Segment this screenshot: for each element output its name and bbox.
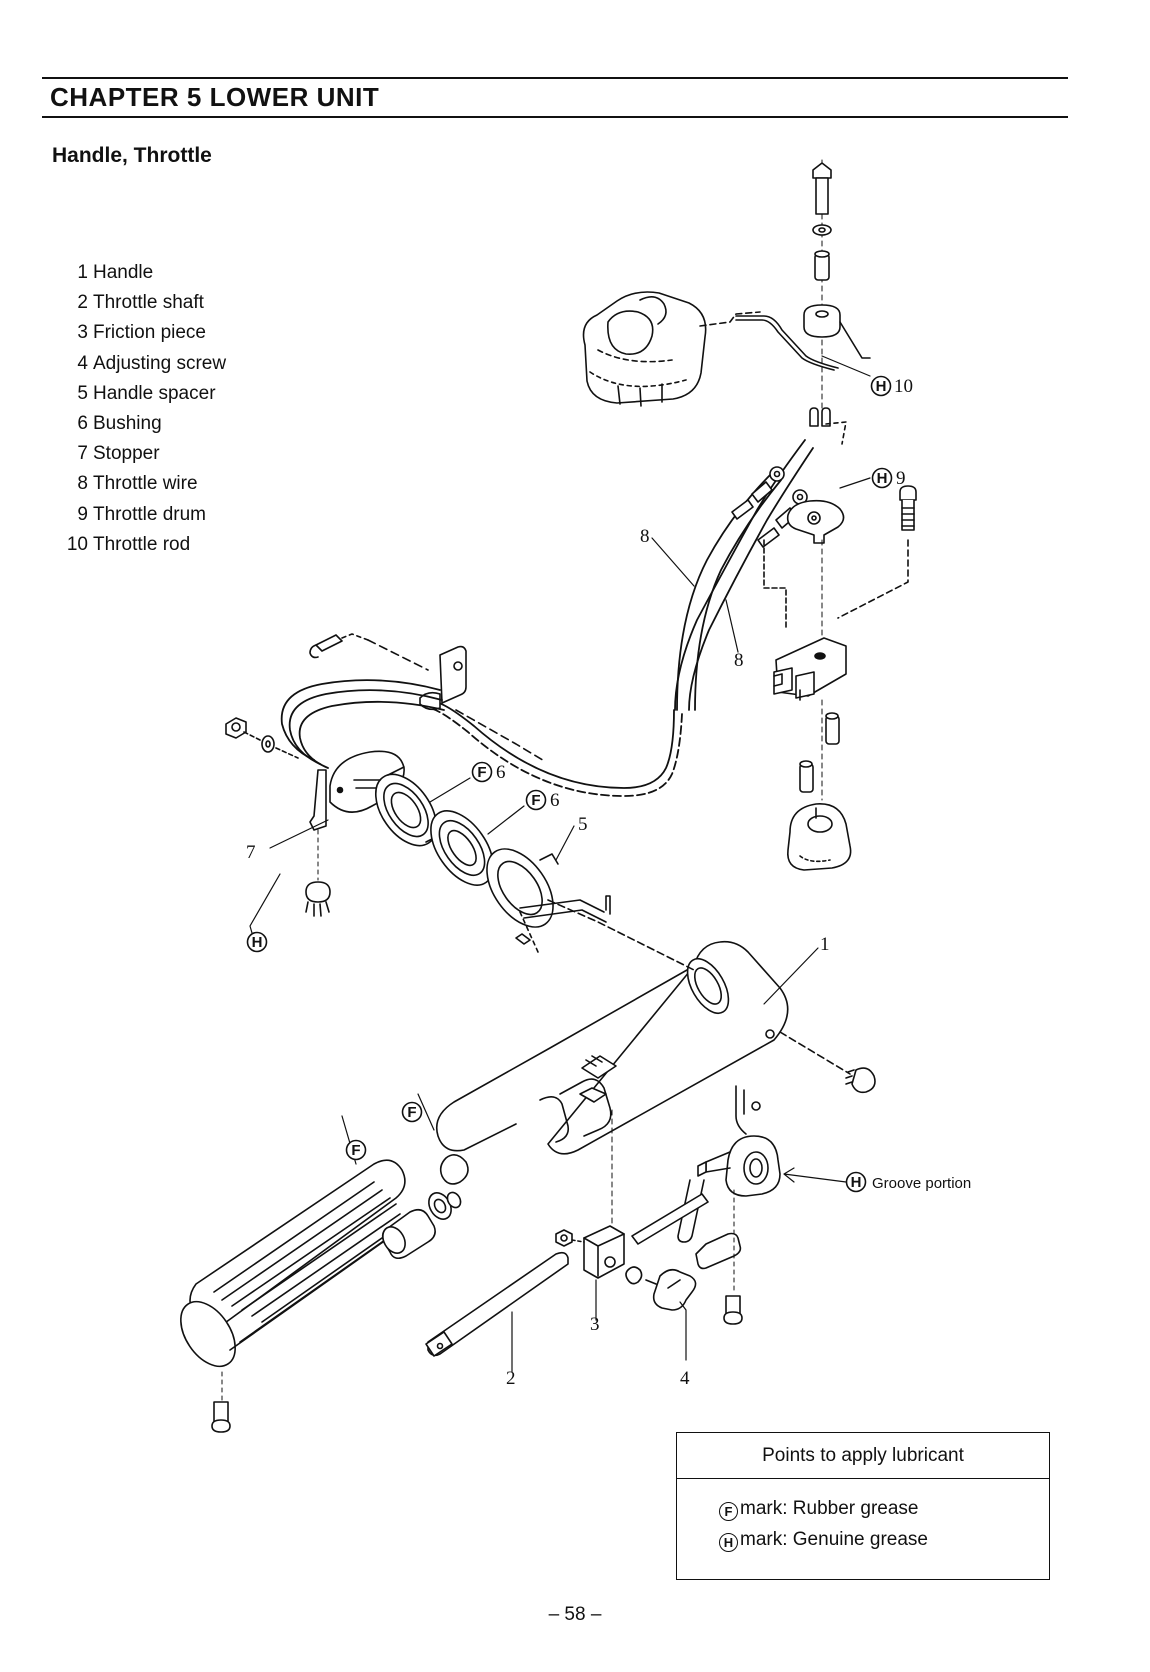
part-name: Throttle shaft xyxy=(93,292,204,314)
part-name: Throttle rod xyxy=(93,533,191,555)
svg-text:F: F xyxy=(351,1142,360,1159)
lube-mark-f-bushing-1: F xyxy=(471,761,493,783)
section-title: Handle, Throttle xyxy=(52,144,212,167)
callout-10: 10 xyxy=(894,376,913,397)
stopper-assembly xyxy=(225,633,547,917)
throttle-cam-assembly xyxy=(631,1135,781,1325)
lube-mark-f-grip-right: F xyxy=(401,1101,423,1123)
part-number: 7 xyxy=(77,443,88,465)
f-mark-icon: F xyxy=(719,1502,738,1521)
lube-mark-f-bushing-2: F xyxy=(525,789,547,811)
svg-text:H: H xyxy=(876,378,887,395)
h-mark-icon: H xyxy=(719,1533,738,1552)
part-name: Adjusting screw xyxy=(93,352,227,374)
callout-8a: 8 xyxy=(640,526,650,547)
lubricant-legend-title: Points to apply lubricant xyxy=(677,1433,1049,1479)
part-name: Throttle wire xyxy=(93,473,198,495)
part-number: 2 xyxy=(77,292,88,314)
svg-text:F: F xyxy=(477,764,486,781)
part-number: 4 xyxy=(77,352,88,374)
genuine-grease-text: mark: Genuine grease xyxy=(740,1529,928,1550)
throttle-wire-pair xyxy=(427,407,847,797)
lube-mark-f-grip-left: F xyxy=(345,1139,367,1161)
part-name: Friction piece xyxy=(93,322,206,344)
lube-mark-h-stopper: H xyxy=(246,931,268,953)
part-name: Handle xyxy=(93,262,154,283)
callout-4: 4 xyxy=(680,1368,690,1389)
groove-portion-label: Groove portion xyxy=(872,1175,971,1192)
handle-spacer xyxy=(486,848,559,928)
svg-text:H: H xyxy=(252,934,263,951)
grip-bushings xyxy=(381,1191,462,1260)
part-number: 1 xyxy=(77,262,88,283)
svg-text:H: H xyxy=(851,1174,862,1191)
callout-9: 9 xyxy=(896,468,906,489)
part-number: 9 xyxy=(77,503,88,525)
throttle-rod-upper-assembly xyxy=(803,159,871,421)
part-number: 10 xyxy=(66,533,88,555)
callout-8b: 8 xyxy=(734,650,744,671)
part-name: Stopper xyxy=(93,443,160,465)
callout-5: 5 xyxy=(578,814,588,835)
part-name: Handle spacer xyxy=(93,382,216,404)
svg-text:H: H xyxy=(877,470,888,487)
svg-text:F: F xyxy=(407,1104,416,1121)
part-name: Bushing xyxy=(93,413,162,435)
lube-mark-h-throttle-rod: H xyxy=(870,375,892,397)
header-rule-bottom xyxy=(42,116,1068,118)
carburetor xyxy=(582,291,839,407)
bracket-lower-rod-assembly xyxy=(773,637,852,871)
part-number: 3 xyxy=(77,322,88,344)
callout-6a: 6 xyxy=(496,762,506,783)
adjusting-screw xyxy=(625,1266,697,1311)
throttle-drum xyxy=(763,485,917,641)
callout-3: 3 xyxy=(590,1314,600,1335)
callout-numbers: 10 9 8 8 6 6 5 7 1 3 2 4 xyxy=(246,376,913,1389)
callout-1: 1 xyxy=(820,934,830,955)
svg-text:F: F xyxy=(531,792,540,809)
header-rule-top xyxy=(42,77,1068,79)
rubber-grease-text: mark: Rubber grease xyxy=(740,1498,919,1519)
page-number: – 58 – xyxy=(548,1604,602,1625)
part-number: 6 xyxy=(77,413,88,435)
lube-mark-h-groove: H xyxy=(845,1171,867,1193)
throttle-grip xyxy=(180,1159,406,1433)
leader-lines xyxy=(249,355,871,1373)
throttle-shaft xyxy=(425,1251,569,1357)
lube-mark-h-throttle-drum: H xyxy=(871,467,893,489)
chapter-title: CHAPTER 5 LOWER UNIT xyxy=(50,82,380,112)
friction-piece xyxy=(555,1225,625,1279)
callout-2: 2 xyxy=(506,1368,516,1389)
part-name: Throttle drum xyxy=(93,503,206,525)
part-number: 8 xyxy=(77,473,88,495)
callout-6b: 6 xyxy=(550,790,560,811)
part-number: 5 xyxy=(77,382,88,404)
callout-7: 7 xyxy=(246,842,256,863)
handle-body xyxy=(435,895,876,1241)
bushing-2 xyxy=(430,810,494,886)
